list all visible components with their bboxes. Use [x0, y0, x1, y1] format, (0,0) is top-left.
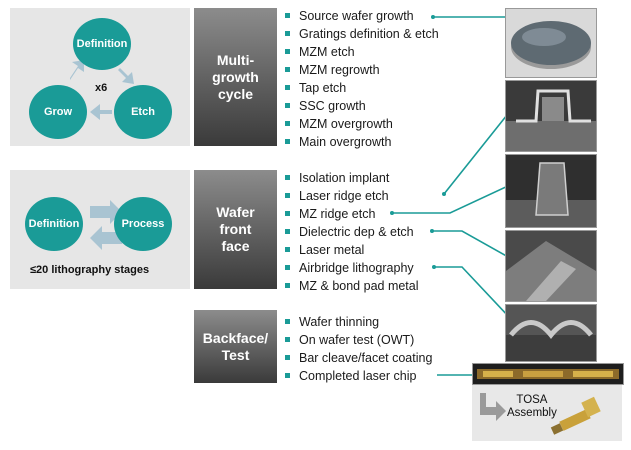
step-label: SSC growth	[299, 99, 366, 113]
front-caption: ≤20 lithography stages	[30, 264, 150, 276]
cycle-node-etch: Etch	[114, 85, 172, 139]
step-label: Laser metal	[299, 243, 365, 257]
step-item: MZ ridge etch	[285, 206, 375, 222]
step-label: MZ & bond pad metal	[299, 279, 419, 293]
step-label: MZM etch	[299, 45, 355, 59]
step-item: On wafer test (OWT)	[285, 332, 414, 348]
bullet-icon	[285, 373, 290, 379]
step-label: Dielectric dep & etch	[299, 225, 414, 239]
tosa-assembly-photo	[472, 385, 622, 441]
bullet-icon	[285, 103, 290, 109]
bullet-icon	[285, 85, 290, 91]
cycle-node-grow: Grow	[29, 85, 87, 139]
bullet-icon	[285, 31, 290, 37]
step-label: Laser ridge etch	[299, 189, 389, 203]
bullet-icon	[285, 211, 290, 217]
bullet-icon	[285, 49, 290, 55]
sem-cross-section-photo	[505, 80, 597, 152]
step-label: MZM regrowth	[299, 63, 380, 77]
tosa-arrow-icon	[480, 393, 506, 421]
bullet-icon	[285, 67, 290, 73]
bullet-icon	[285, 247, 290, 253]
step-label: Wafer thinning	[299, 315, 380, 329]
step-item: Airbridge lithography	[285, 260, 414, 276]
connector-laser-ridge	[443, 114, 508, 195]
step-item: MZ & bond pad metal	[285, 278, 419, 294]
step-item: Laser ridge etch	[285, 188, 389, 204]
bullet-icon	[285, 13, 290, 19]
airbridge-sem-photo	[505, 304, 597, 362]
bullet-icon	[285, 337, 290, 343]
step-label: Isolation implant	[299, 171, 390, 185]
dielectric-sem-photo	[505, 230, 597, 302]
stage-wafer-front-face: Wafer front face	[194, 170, 277, 289]
ridge-sem-photo	[505, 154, 597, 228]
arrow-etch-to-grow	[90, 104, 112, 120]
step-item: Main overgrowth	[285, 134, 391, 150]
step-item: SSC growth	[285, 98, 366, 114]
step-label: Main overgrowth	[299, 135, 392, 149]
step-label: Bar cleave/facet coating	[299, 351, 433, 365]
bullet-icon	[285, 139, 290, 145]
step-label: Airbridge lithography	[299, 261, 414, 275]
arrow-process-to-definition	[90, 226, 122, 250]
stage-multi-growth-cycle: Multi- growth cycle	[194, 8, 277, 146]
step-label: Source wafer growth	[299, 9, 414, 23]
step-item: MZM overgrowth	[285, 116, 393, 132]
step-label: MZ ridge etch	[299, 207, 376, 221]
wafer-photo	[505, 8, 597, 78]
step-item: MZM etch	[285, 44, 355, 60]
step-photo-connectors	[392, 16, 511, 376]
bullet-icon	[285, 175, 290, 181]
bullet-icon	[285, 355, 290, 361]
step-label: MZM overgrowth	[299, 117, 393, 131]
step-item: Completed laser chip	[285, 368, 416, 384]
front-node-process: Process	[114, 197, 172, 251]
connector-mz-ridge	[392, 184, 511, 214]
step-item: Source wafer growth	[285, 8, 414, 24]
step-label: Completed laser chip	[299, 369, 417, 383]
cycle-repeat-label: x6	[95, 82, 108, 94]
step-item: Bar cleave/facet coating	[285, 350, 432, 366]
tosa-label: TOSA Assembly	[507, 394, 557, 419]
step-label: Tap etch	[299, 81, 347, 95]
step-item: Isolation implant	[285, 170, 389, 186]
bullet-icon	[285, 265, 290, 271]
bullet-icon	[285, 283, 290, 289]
connector-airbridge	[434, 266, 511, 319]
arrow-definition-to-etch	[118, 68, 134, 84]
connector-dielectric	[432, 230, 511, 259]
step-item: Laser metal	[285, 242, 364, 258]
bullet-icon	[285, 229, 290, 235]
step-item: Gratings definition & etch	[285, 26, 439, 42]
stage-backface-test: Backface/ Test	[194, 310, 277, 383]
bullet-icon	[285, 121, 290, 127]
step-label: Gratings definition & etch	[299, 27, 439, 41]
cycle-node-definition: Definition	[73, 18, 131, 70]
step-item: Tap etch	[285, 80, 346, 96]
step-item: Wafer thinning	[285, 314, 379, 330]
step-item: MZM regrowth	[285, 62, 380, 78]
cycle-arrows	[70, 60, 134, 120]
bullet-icon	[285, 193, 290, 199]
arrow-grow-to-definition	[70, 60, 84, 80]
connector-end-dots	[390, 15, 446, 269]
step-label: On wafer test (OWT)	[299, 333, 415, 347]
step-item: Dielectric dep & etch	[285, 224, 414, 240]
laser-chip-photo	[472, 363, 624, 385]
front-node-definition: Definition	[25, 197, 83, 251]
bullet-icon	[285, 319, 290, 325]
